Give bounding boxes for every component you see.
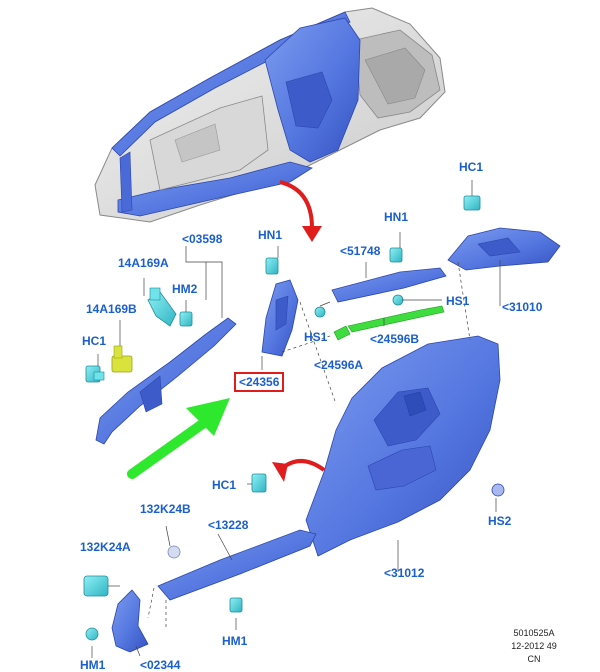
clip-hs1-right [392,294,404,306]
label-hn1-mid: HN1 [258,228,283,242]
seal-24596a [333,325,351,341]
label-hm2: HM2 [172,282,198,296]
label-31012: <31012 [384,566,425,580]
footer-region: CN [527,654,541,664]
a-pillar-trim-part [95,317,237,445]
label-hc1-right: HC1 [459,160,484,174]
clip-hc1-left [85,365,105,383]
label-hn1-top: HN1 [384,210,409,224]
label-hm1-mid: HM1 [222,634,248,648]
clip-hs1-mid [314,306,326,318]
label-13228: <13228 [208,518,249,532]
label-14a169a: 14A169A [118,256,169,270]
assembly-leader-lines [91,180,501,658]
footer-date: 12-2012 49 [511,641,557,651]
label-02344: <02344 [140,658,181,672]
label-31010: <31010 [502,300,543,314]
label-hm1-left: HM1 [80,658,106,672]
clip-hc1-right [463,195,481,211]
red-curved-arrow-head [272,462,288,482]
rear-quarter-trim-part [305,335,501,557]
clip-hs2 [491,483,505,497]
red-direction-arrow [279,180,314,229]
seal-24596b [347,305,445,333]
clip-hn1-top [389,247,403,263]
clip-14a169a [147,287,177,327]
label-24356-highlighted: <24356 [234,372,285,392]
clip-132k24b [167,545,181,559]
label-hs2: HS2 [488,514,512,528]
label-132k24a: 132K24A [80,540,131,554]
label-hs1-mid: HS1 [304,330,328,344]
upper-quarter-trim-part [447,227,561,271]
sill-plate-part [157,529,317,601]
label-hc1-lower: HC1 [212,478,237,492]
b-pillar-trim-part [261,279,299,357]
label-24596b: <24596B [370,332,420,346]
clip-hm1-mid [229,597,243,613]
clip-hm1-left [85,627,99,641]
clip-hm2 [179,311,193,327]
label-24596a: <24596A [314,358,364,372]
label-14a169b: 14A169B [86,302,137,316]
clip-hc1-lower [251,473,267,493]
label-51748: <51748 [340,244,381,258]
label-03598: <03598 [182,232,223,246]
label-hc1-left: HC1 [82,334,107,348]
clip-132k24a [83,575,109,597]
red-arrow-head [302,226,322,242]
footer-code: 5010525A [513,628,555,638]
clip-hn1-mid [265,257,279,275]
lower-kick-panel-part [111,589,149,653]
green-highlight-arrow [127,398,230,479]
label-132k24b: 132K24B [140,502,191,516]
label-hs1-right: HS1 [446,294,470,308]
clip-14a169b [111,345,133,373]
vehicle-body-shell [94,7,446,223]
upper-rail-trim-part [331,267,447,303]
